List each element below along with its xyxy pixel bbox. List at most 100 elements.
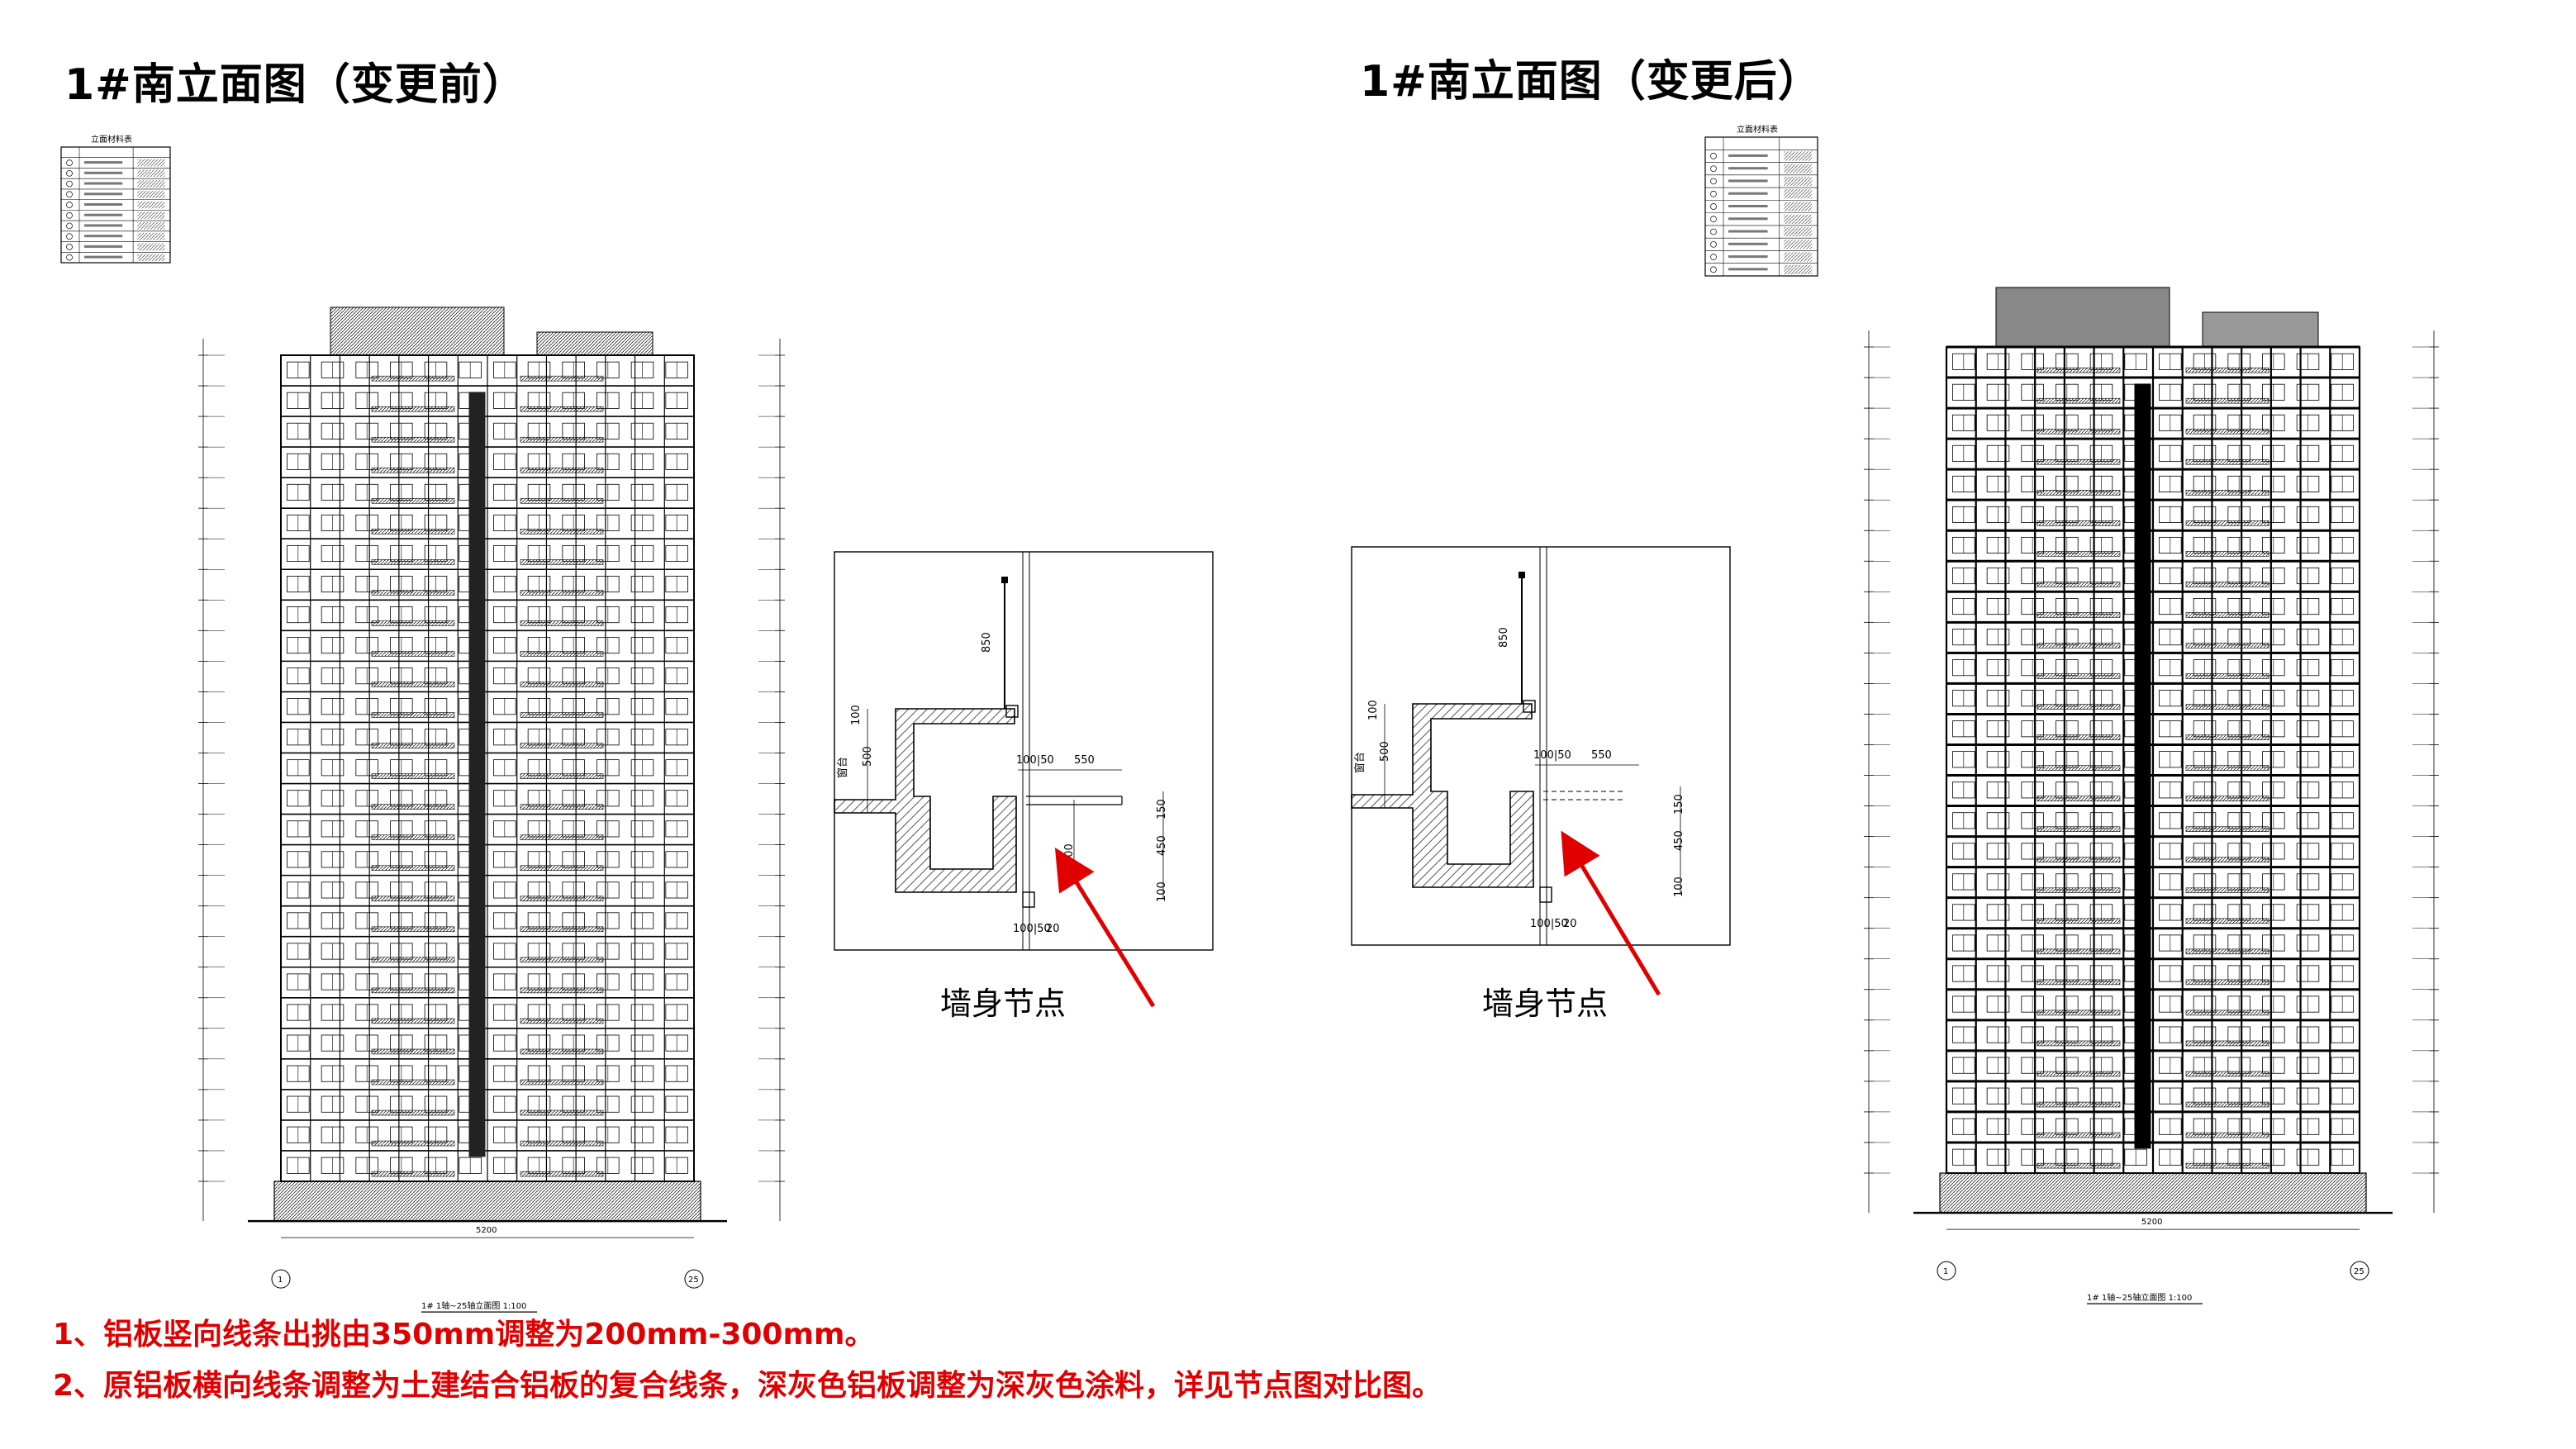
balcony-rail (371, 712, 455, 718)
balcony-rail (371, 682, 455, 687)
roof-parapet (1995, 287, 2170, 348)
balcony-rail (2037, 1101, 2121, 1108)
balcony-rail (371, 1140, 455, 1147)
balcony-rail (2185, 734, 2269, 740)
balcony-rail (2185, 765, 2269, 771)
balcony-rail (520, 773, 604, 779)
axis-bubble-end (684, 1269, 704, 1289)
balcony-rail (371, 559, 455, 565)
balcony-rail (2037, 673, 2121, 679)
balcony-rail (371, 436, 455, 443)
detail-frame (834, 551, 1214, 951)
balcony-rail (520, 865, 604, 872)
balcony-rail (520, 804, 604, 810)
balcony-rail (2185, 1010, 2269, 1016)
balcony-rail (2037, 520, 2121, 526)
balcony-rail (2185, 520, 2269, 526)
balcony-rail (2185, 887, 2269, 894)
svg-text:窗台: 窗台 (1353, 752, 1366, 773)
svg-text:1: 1 (278, 1276, 283, 1285)
balcony-rail (2185, 1132, 2269, 1138)
balcony-rail (2037, 582, 2121, 587)
balcony-rail (2185, 490, 2269, 496)
balcony-rail (2185, 704, 2269, 710)
balcony-rail (2037, 428, 2121, 435)
balcony-rail (2037, 1071, 2121, 1077)
balcony-rail (520, 498, 604, 504)
balcony-rail (520, 620, 604, 626)
balcony-rail (2185, 1162, 2269, 1169)
balcony-rail (520, 1140, 604, 1147)
balcony-rail (2185, 612, 2269, 618)
elevation-caption: 1# 1轴~25轴立面图 1:100 (2087, 1292, 2192, 1303)
balcony-rail (520, 682, 604, 687)
legend-title: 立面材料表 (1737, 124, 1778, 135)
balcony-rail (520, 743, 604, 748)
svg-text:850: 850 (981, 632, 993, 653)
svg-text:20: 20 (1563, 918, 1577, 930)
red-arrow-before (1054, 848, 1156, 1008)
balcony-rail (2037, 979, 2121, 986)
title-after: 1#南立面图（变更后） (1360, 57, 1822, 107)
detail-caption-before: 墙身节点 (940, 986, 1067, 1022)
svg-text:25: 25 (688, 1276, 699, 1285)
balcony-rail (520, 406, 604, 412)
svg-text:100: 100 (1156, 881, 1168, 902)
legend-table-before: 立面材料表 (60, 134, 171, 264)
balcony-rail (2037, 551, 2121, 557)
balcony-rail (371, 529, 455, 534)
balcony-rail (371, 773, 455, 779)
concrete-section (1351, 703, 1534, 888)
balcony-rail (520, 436, 604, 443)
svg-text:550: 550 (1591, 749, 1612, 762)
balcony-rail (371, 987, 455, 994)
balcony-rail (520, 651, 604, 657)
svg-text:550: 550 (1074, 754, 1095, 767)
roof-parapet (536, 331, 654, 356)
balcony-rail (2037, 1162, 2121, 1169)
svg-text:700: 700 (1063, 843, 1076, 864)
balcony-rail (371, 1048, 455, 1055)
balcony-rail (371, 1018, 455, 1024)
title-before: 1#南立面图（变更前） (64, 60, 526, 110)
roof-parapet (2202, 311, 2319, 348)
roof-parapet (330, 306, 505, 356)
balcony-rail (520, 957, 604, 963)
svg-text:100|50: 100|50 (1530, 918, 1568, 930)
balcony-rail (2185, 428, 2269, 435)
balcony-rail (2185, 796, 2269, 801)
balcony-rail (2037, 397, 2121, 404)
balcony-rail (371, 834, 455, 840)
red-arrow-after (1561, 830, 1661, 996)
balcony-rail (2185, 857, 2269, 863)
svg-text:100|50: 100|50 (1013, 923, 1051, 935)
balcony-rail (2037, 734, 2121, 740)
svg-text:450: 450 (1673, 830, 1685, 851)
balcony-rail (2037, 765, 2121, 771)
balcony-rail (2185, 1040, 2269, 1047)
balcony-rail (371, 467, 455, 473)
balcony-rail (2037, 918, 2121, 924)
balcony-rail (520, 834, 604, 840)
balcony-rail (520, 590, 604, 596)
svg-text:100|50: 100|50 (1533, 749, 1571, 762)
base-podium (1939, 1172, 2367, 1214)
balcony-rail (2037, 1132, 2121, 1138)
balcony-rail (2037, 1040, 2121, 1047)
balcony-rail (2037, 796, 2121, 801)
svg-text:150: 150 (1156, 799, 1168, 820)
balcony-rail (520, 1048, 604, 1055)
axis-bubble-end (2350, 1261, 2369, 1280)
balcony-rail (2185, 918, 2269, 924)
balcony-rail (371, 1079, 455, 1086)
balcony-rail (520, 1079, 604, 1086)
balcony-rail (2185, 948, 2269, 955)
total-width-label: 5200 (476, 1226, 497, 1235)
balcony-rail (2185, 397, 2269, 404)
svg-text:500: 500 (862, 746, 874, 767)
note-1: 1、铝板竖向线条出挑由350mm调整为200mm-300mm。 (53, 1318, 875, 1352)
